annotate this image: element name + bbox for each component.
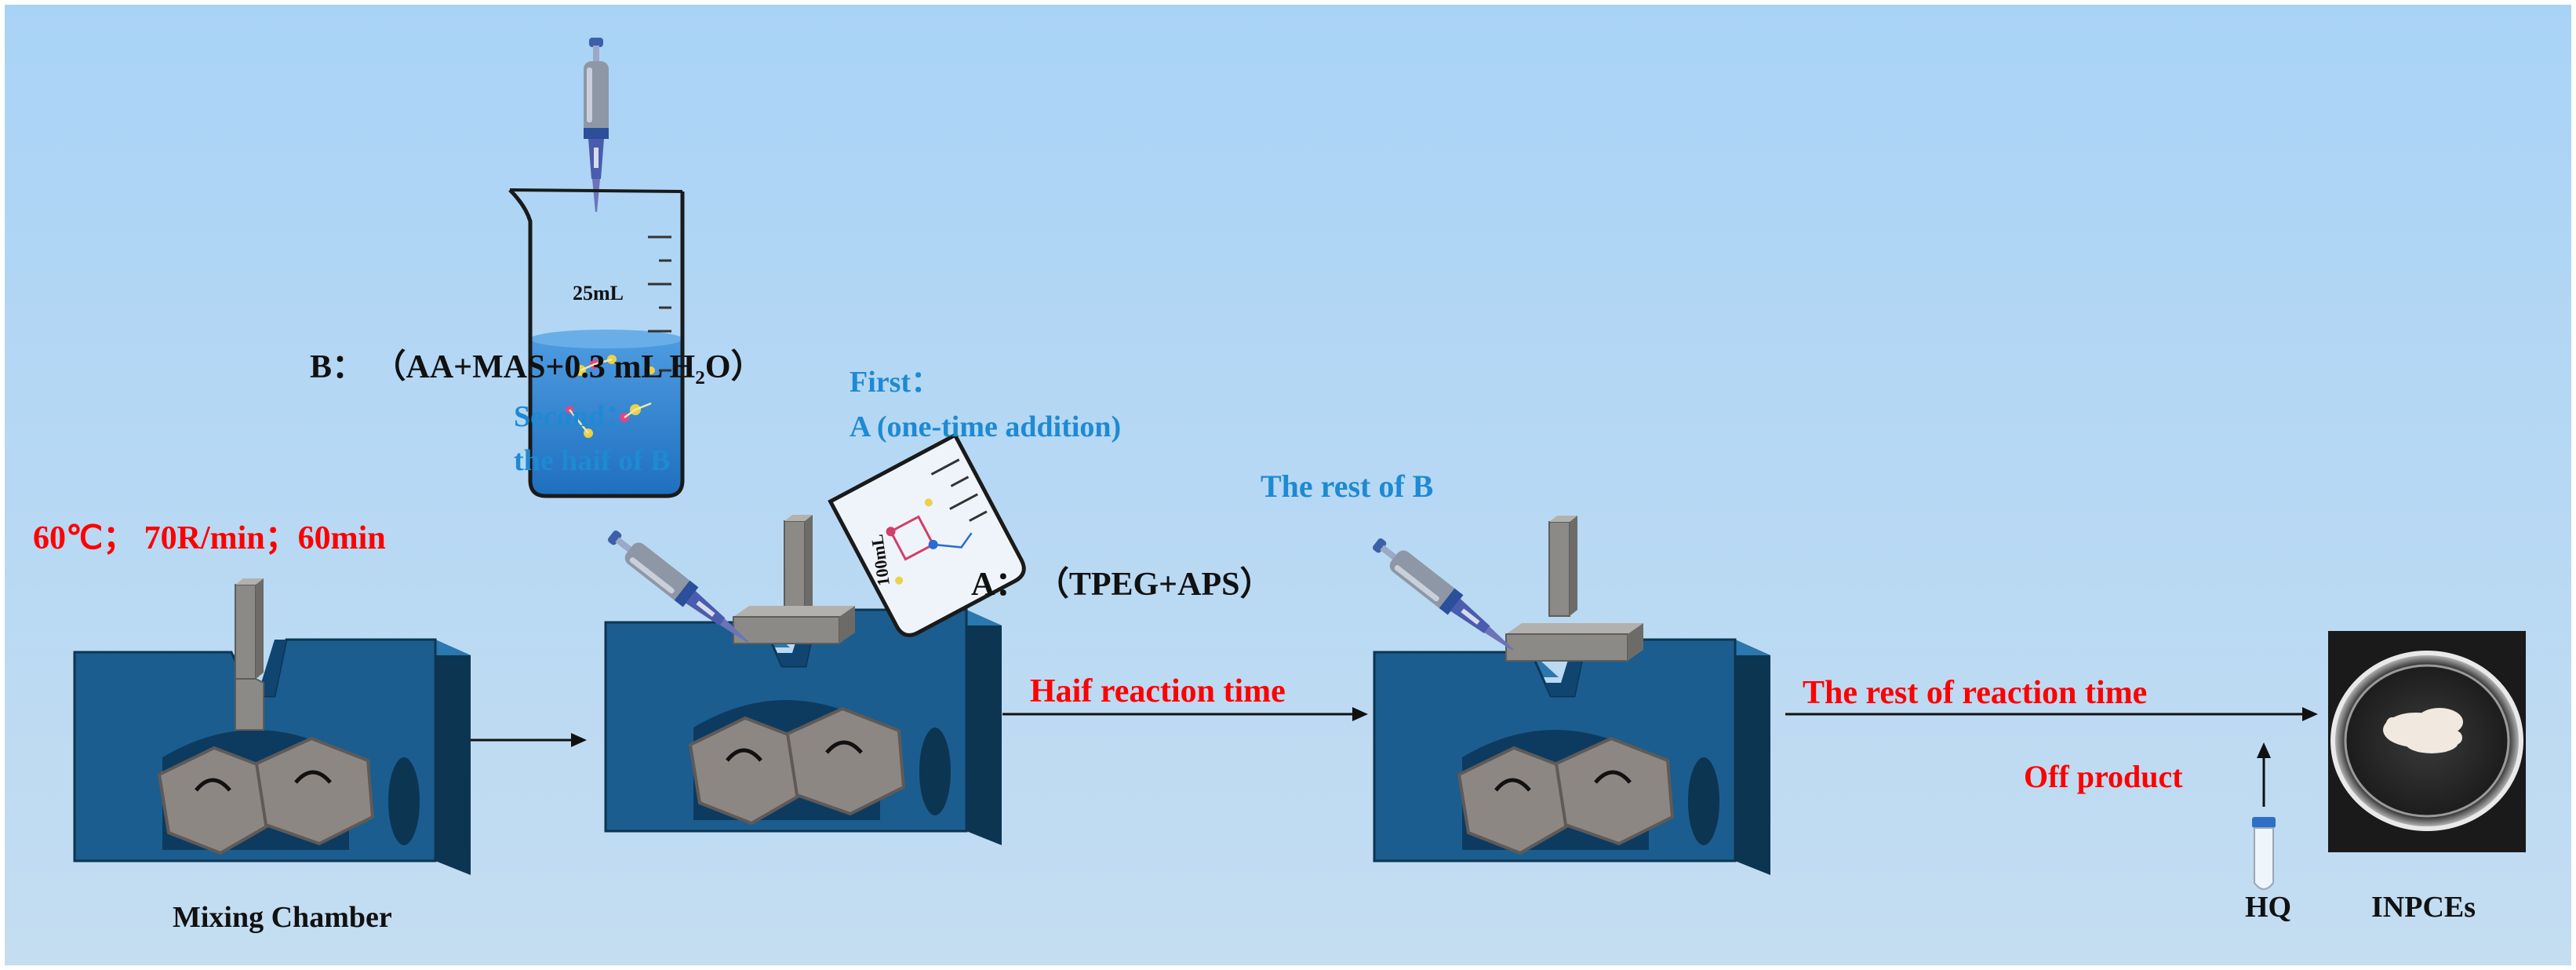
rest-reaction-time-label: The rest of reaction time [1803, 675, 2148, 711]
stirring-ram [784, 514, 813, 616]
rest-of-b-label: The rest of B [1261, 469, 1434, 504]
arrow-to-mixer-3 [1002, 707, 1368, 721]
product-label: INPCEs [2371, 891, 2476, 924]
beaker-icon: 25mL [508, 188, 685, 498]
mixing-chamber-icon [1374, 640, 1770, 875]
stirring-ram [1548, 515, 1578, 617]
second-step-title: Second： [514, 400, 635, 433]
first-step-title: First： [850, 366, 941, 399]
beaker-b-volume: 25mL [573, 282, 624, 304]
test-tube-icon [2252, 817, 2276, 890]
conditions-label: 60℃； 70R/min；60min [33, 520, 386, 556]
first-step-desc: A (one-time addition) [850, 410, 1122, 443]
ram-crossbar [733, 606, 855, 644]
mixing-chamber-icon [75, 640, 471, 875]
arrow-hq-up [2257, 742, 2271, 807]
solution-a-label: A： （TPEG+APS） [971, 567, 1273, 603]
solution-b-label: B： （AA+MAS+0.3 mL H₂O） [310, 349, 764, 385]
second-step-desc: the haif of B [514, 444, 671, 477]
ram-crossbar [1505, 623, 1643, 662]
half-reaction-time-label: Haif reaction time [1030, 673, 1286, 709]
beaker-icon: 100mL [828, 432, 1026, 637]
stirring-ram-base [235, 678, 264, 731]
mixing-chamber-label: Mixing Chamber [173, 901, 392, 934]
off-product-label: Off product [2024, 759, 2183, 794]
arrow-to-product [1785, 707, 2318, 721]
hq-label: HQ [2245, 891, 2292, 924]
stirring-ram [235, 578, 264, 680]
petri-dish-icon [2328, 631, 2526, 852]
mixing-chamber-icon [606, 610, 1002, 845]
arrow-to-mixer-2 [471, 733, 587, 747]
